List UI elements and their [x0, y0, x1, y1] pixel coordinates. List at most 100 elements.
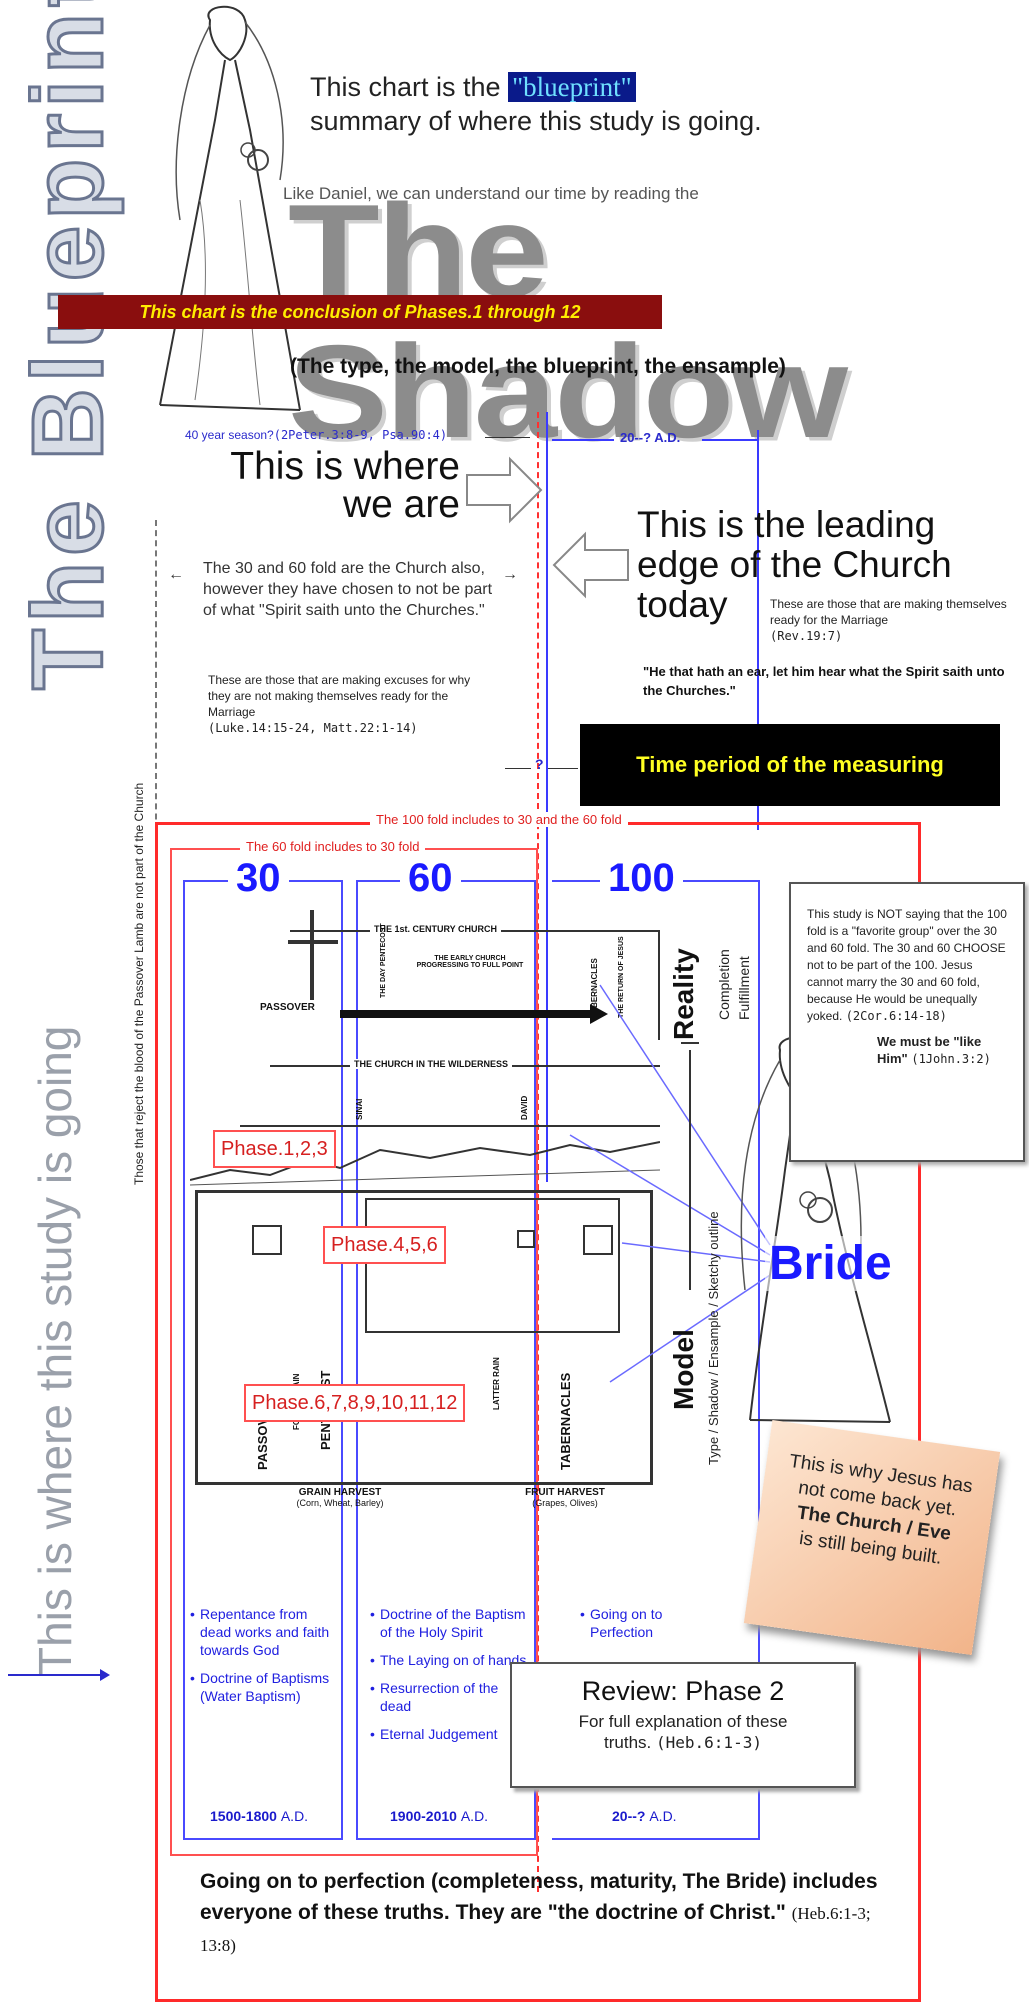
review-ref: (Heb.6:1-3) [656, 1733, 762, 1752]
doctrine-item: Eternal Judgement [370, 1725, 530, 1743]
left-arrow-head [100, 1669, 110, 1681]
like-him-text: We must be "like Him" [877, 1034, 982, 1066]
sixty-includes-label: The 60 fold includes to 30 fold [240, 839, 426, 854]
years-60: 1900-2010 A.D. [390, 1808, 488, 1824]
conclusion-banner: This chart is the conclusion of Phases.1… [58, 295, 662, 329]
sketch-top-right-line [658, 930, 660, 1040]
sketch-cross-v [310, 910, 314, 1000]
reality-model-arrow [689, 1050, 691, 1290]
question-mark: ? [535, 756, 544, 772]
where-we-are: This is where we are [210, 445, 460, 526]
sketch-arrow-head [590, 1004, 608, 1024]
grain-harvest-sub: (Corn, Wheat, Barley) [296, 1498, 384, 1508]
ready-text: These are those that are making themselv… [770, 596, 1015, 644]
ready-ref: (Rev.19:7) [770, 629, 843, 643]
doctrine-item: Going on to Perfection [580, 1605, 690, 1641]
fold-30-heading: 30 [228, 856, 289, 901]
col30-doctrines: Repentance from dead works and faith tow… [190, 1605, 340, 1715]
phase-4-5-6-box: Phase.4,5,6 [323, 1226, 446, 1264]
not-saying-text: This study is NOT saying that the 100 fo… [807, 907, 1007, 1023]
excuses-body: These are those that are making excuses … [208, 673, 471, 719]
doctrine-item: The Laying on of hands [370, 1651, 530, 1669]
small-square-left [252, 1225, 282, 1255]
model-sub-label: Type / Shadow / Ensample / Sketchy outli… [706, 1211, 721, 1465]
tabernacle-frame [195, 1190, 653, 1485]
season-label-text: 40 year season? [185, 428, 274, 442]
like-him-line: We must be "like Him" (1John.3:2) [807, 1033, 1009, 1068]
footer-text: Going on to perfection (completeness, ma… [200, 1866, 880, 1961]
doctrine-item: Doctrine of the Baptism of the Holy Spir… [370, 1605, 530, 1641]
years-100-ad: A.D. [649, 1808, 677, 1824]
wilderness-timeline [240, 1125, 660, 1127]
doctrine-item: Resurrection of the dead [370, 1679, 530, 1715]
right-small-arrow: → [502, 566, 518, 583]
thirty-sixty-text: The 30 and 60 fold are the Church also, … [203, 560, 493, 619]
years-60-ad: A.D. [460, 1808, 489, 1824]
ready-text-body: These are those that are making themselv… [770, 597, 1007, 627]
leading-edge-line-2: edge of the Church [637, 544, 952, 585]
small-square-mid [517, 1230, 535, 1248]
fruit-harvest-sub: (Grapes, Olives) [532, 1498, 598, 1508]
reality-arrow-top [681, 1042, 699, 1044]
season-arrow-line [485, 437, 530, 438]
sticky-note: This is why Jesus has not come back yet.… [743, 1419, 1001, 1656]
question-arrow-line-right [548, 768, 578, 769]
review-text: For full explanation of these truths. [578, 1712, 788, 1752]
review-text-line: For full explanation of these truths. (H… [568, 1711, 798, 1753]
like-him-ref: (1John.3:2) [911, 1052, 991, 1066]
excuses-ref: (Luke.14:15-24, Matt.22:1-14) [208, 721, 418, 735]
shadow-title: The Shadow [288, 176, 848, 466]
right-blue-guide-line [757, 430, 759, 830]
blueprint-highlight: "blueprint" [508, 72, 636, 102]
first-century-label: THE 1st. CENTURY CHURCH [370, 924, 502, 934]
doctrine-item: Repentance from dead works and faith tow… [190, 1605, 340, 1659]
landscape-sketch [190, 1141, 660, 1186]
sketch-cross-h [288, 940, 338, 944]
years-30-ad: A.D. [280, 1808, 309, 1824]
years-60-value: 1900-2010 [390, 1808, 457, 1824]
phase-1-2-3-box: Phase.1,2,3 [213, 1130, 336, 1168]
holy-place-frame [365, 1198, 620, 1333]
excuses-text: These are those that are making excuses … [208, 672, 478, 736]
right-hollow-arrow [466, 456, 543, 524]
intro-line-2: summary of where this study is going. [310, 106, 762, 136]
ad-top-line-left [552, 439, 614, 441]
sketch-diagram: THE 1st. CENTURY CHURCH THE DAY PENTECOS… [190, 900, 670, 1540]
early-church-label: THE EARLY CHURCH PROGRESSING TO FULL POI… [416, 955, 524, 969]
intro-text: This chart is the "blueprint" summary of… [310, 70, 762, 138]
left-dashed-line [155, 520, 157, 860]
passover-top-label: PASSOVER [260, 1002, 315, 1013]
col60-doctrines: Doctrine of the Baptism of the Holy Spir… [370, 1605, 530, 1753]
completion-label: Completion [716, 949, 732, 1020]
left-arrow-indicator [8, 1674, 104, 1676]
ad-top-line-right [702, 439, 757, 441]
small-square-right [583, 1225, 613, 1255]
bride-sketch-top [159, 5, 301, 411]
fulfillment-label: Fulfillment [736, 956, 752, 1020]
blue-guide-line [546, 412, 548, 1182]
col100-doctrines: Going on to Perfection [580, 1605, 690, 1651]
wilderness-label: THE CHURCH IN THE WILDERNESS [350, 1059, 513, 1069]
grain-harvest-label: GRAIN HARVEST (Corn, Wheat, Barley) [285, 1487, 395, 1508]
not-saying-ref: (2Cor.6:14-18) [845, 1009, 947, 1023]
ear-text: "He that hath an ear, let him hear what … [643, 664, 1005, 698]
question-arrow-line [505, 768, 531, 769]
reality-label: Reality [668, 948, 699, 1040]
where-we-are-line-1: This is where [230, 445, 460, 488]
fruit-harvest-label: FRUIT HARVEST (Grapes, Olives) [515, 1487, 615, 1508]
ad-top-label: 20--? A.D. [620, 430, 681, 445]
hundred-includes-label: The 100 fold includes to 30 and the 60 f… [370, 812, 628, 827]
left-small-arrow: ← [168, 566, 184, 583]
bride-label: Bride [765, 1236, 896, 1291]
where-we-are-line-2: we are [342, 483, 460, 526]
subtitle: (The type, the model, the blueprint, the… [290, 355, 786, 378]
years-30-value: 1500-1800 [210, 1808, 277, 1824]
years-100-value: 20--? [612, 1808, 646, 1824]
season-ref: (2Peter.3:8-9, Psa.90:4) [273, 428, 448, 442]
not-saying-box: This study is NOT saying that the 100 fo… [789, 882, 1025, 1162]
measuring-box: Time period of the measuring [580, 724, 1000, 806]
leading-edge-line-1: This is the leading [637, 504, 936, 545]
grain-harvest-title: GRAIN HARVEST [298, 1487, 382, 1498]
model-label: Model [668, 1329, 699, 1410]
daniel-line: Like Daniel, we can understand our time … [283, 184, 699, 203]
